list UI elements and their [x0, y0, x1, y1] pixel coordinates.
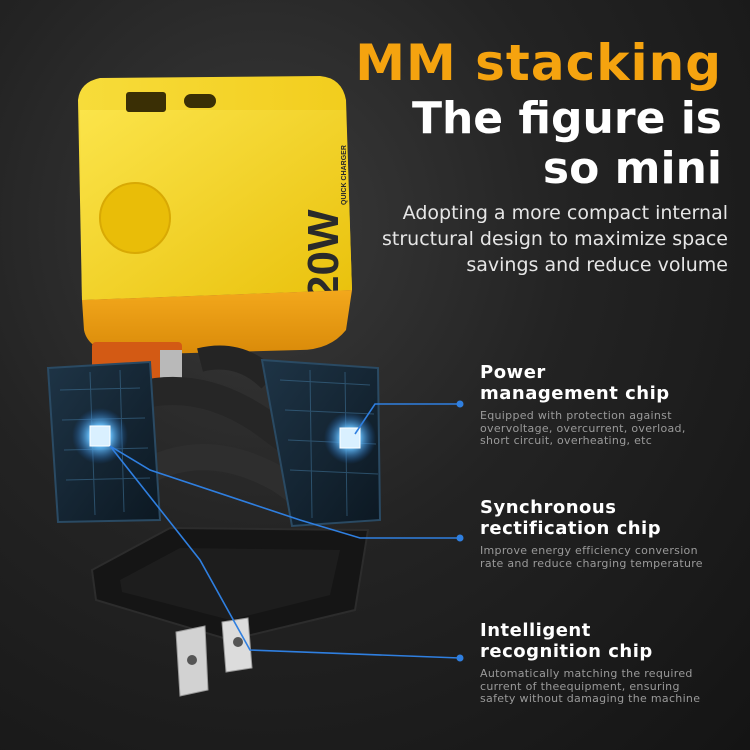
callout-line-recognition [109, 445, 461, 659]
feature-title: Power management chip [480, 362, 740, 404]
feature-desc-line: Improve energy efficiency conversion [480, 544, 698, 557]
callout-dot-power [456, 400, 464, 408]
logo-circle [99, 182, 171, 254]
feature-desc-line: rate and reduce charging temperature [480, 556, 703, 570]
usb-c-port [184, 94, 216, 108]
feature-power-management: Power management chip Equipped with prot… [480, 362, 740, 448]
plug-prongs [175, 617, 253, 697]
subtitle: Adopting a more compact internal structu… [368, 200, 728, 278]
feature-desc: Equipped with protection against overvol… [480, 409, 740, 448]
usb-a-port [126, 92, 166, 112]
right-circuit-board [260, 358, 382, 528]
headline-line-b: so mini [542, 143, 722, 194]
headline-secondary: The figure is so mini [412, 94, 722, 194]
headline-line-a: The figure is [411, 93, 722, 144]
feature-title-line: management chip [480, 383, 670, 404]
charger-housing: 20W QUICK CHARGER [78, 76, 352, 355]
feature-synchronous-rectification: Synchronous rectification chip Improve e… [480, 497, 740, 570]
feature-desc-line: overvoltage, overcurrent, overload, [480, 421, 686, 435]
feature-title-line: rectification chip [480, 518, 662, 539]
feature-desc: Automatically matching the required curr… [480, 667, 740, 706]
feature-desc-line: Automatically matching the required [480, 667, 693, 680]
base-plate [90, 526, 370, 642]
callout-line-sync [109, 445, 460, 539]
callout-dot-recognition [456, 654, 464, 662]
feature-title-line: Power [480, 362, 546, 383]
headline-primary: MM stacking [355, 34, 722, 92]
feature-desc: Improve energy efficiency conversion rat… [480, 544, 740, 570]
badge-quick-charger: QUICK CHARGER [341, 145, 348, 205]
subtitle-line: Adopting a more compact internal [402, 202, 728, 224]
badge-20w: 20W [299, 209, 348, 300]
callout-lines [109, 403, 461, 659]
feature-intelligent-recognition: Intelligent recognition chip Automatical… [480, 620, 740, 706]
feature-desc-line: short circuit, overheating, etc [480, 434, 653, 447]
subtitle-line: savings and reduce volume [466, 254, 728, 276]
power-chip [89, 425, 111, 447]
feature-title-line: recognition chip [480, 641, 653, 662]
callout-line-power [354, 403, 460, 435]
callout-dot-sync [456, 534, 464, 542]
housing-bottom-band [82, 290, 352, 355]
left-circuit-board [46, 360, 162, 524]
feature-title: Synchronous rectification chip [480, 497, 740, 539]
feature-title-line: Synchronous [480, 497, 617, 518]
feature-title-line: Intelligent [480, 620, 591, 641]
feature-desc-line: safety without damaging the machine [480, 692, 701, 705]
feature-desc-line: Equipped with protection against [480, 409, 672, 422]
feature-desc-line: current of theequipment, ensuring [480, 679, 680, 693]
subtitle-line: structural design to maximize space [382, 228, 728, 250]
feature-title: Intelligent recognition chip [480, 620, 740, 662]
